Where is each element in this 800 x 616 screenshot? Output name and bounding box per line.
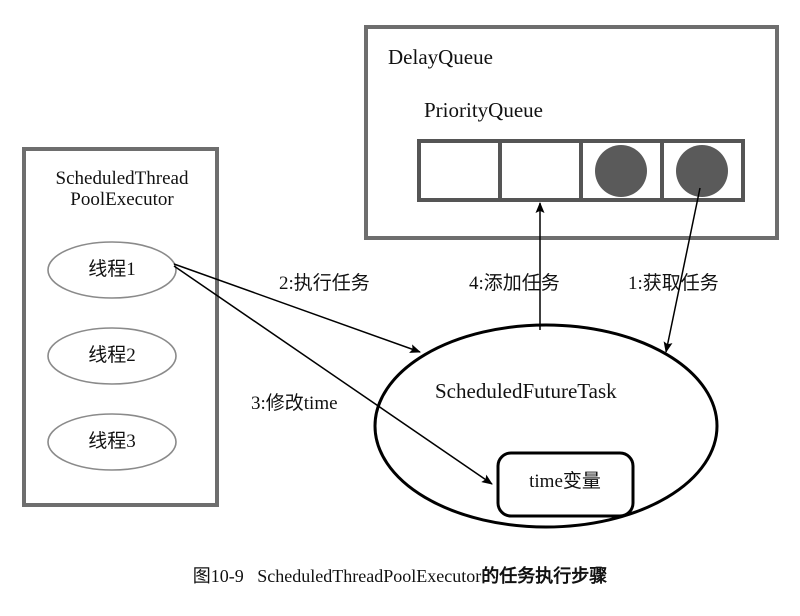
executor-title-line-1: ScheduledThread <box>55 168 189 189</box>
priority-queue-cells <box>417 139 745 202</box>
step-label-add-task: 4:添加任务 <box>469 273 560 294</box>
time-variable-label: time变量 <box>529 471 601 492</box>
delay-queue-title: DelayQueue <box>388 45 493 69</box>
step-label-execute-task: 2:执行任务 <box>279 273 370 294</box>
figure-caption-suffix: 的任务执行步骤 <box>481 566 608 586</box>
step-label-get-task: 1:获取任务 <box>628 273 719 294</box>
queued-task-circle-1 <box>595 145 647 197</box>
arrow-modify-time <box>173 265 493 485</box>
priority-queue-cell-2 <box>498 139 583 202</box>
arrow-get-task <box>663 187 701 353</box>
executor-title-line-2: PoolExecutor <box>70 189 174 211</box>
figure-caption-prefix: 图10-9 <box>192 566 244 586</box>
thread-label-3: 线程3 <box>88 431 136 452</box>
thread-label-2: 线程2 <box>88 345 136 366</box>
scheduled-future-task-ellipse <box>373 323 719 529</box>
thread-label-1: 线程1 <box>88 259 136 280</box>
priority-queue-cell-3 <box>579 139 664 202</box>
figure-caption: 图10-9 ScheduledThreadPoolExecutor的任务执行步骤 <box>0 562 800 588</box>
priority-queue-cell-1 <box>417 139 502 202</box>
priority-queue-cell-4 <box>660 139 745 202</box>
executor-title: ScheduledThread PoolExecutor <box>26 168 218 211</box>
figure-caption-body: ScheduledThreadPoolExecutor <box>257 566 482 586</box>
scheduled-future-task-title: ScheduledFutureTask <box>435 379 617 403</box>
queued-task-circle-2 <box>676 145 728 197</box>
priority-queue-title: PriorityQueue <box>424 98 543 122</box>
step-label-modify-time: 3:修改time <box>251 393 338 414</box>
